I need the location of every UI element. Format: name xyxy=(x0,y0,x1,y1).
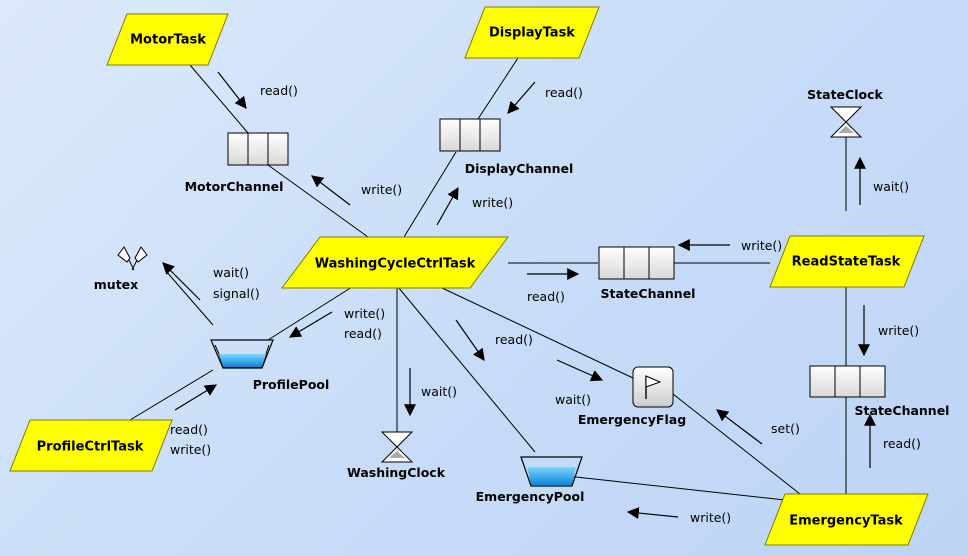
display-channel-icon[interactable] xyxy=(439,118,501,152)
op-display-write: write() xyxy=(472,195,513,210)
connection-lines xyxy=(129,57,847,501)
state-clock-icon[interactable] xyxy=(829,106,863,138)
arrow-flag-set xyxy=(716,409,763,445)
op-statechannel1-read: read() xyxy=(527,289,565,304)
state-channel-1-icon[interactable] xyxy=(598,246,675,280)
op-motor-write: write() xyxy=(361,182,402,197)
emergency-flag-label: EmergencyFlag xyxy=(578,412,686,427)
arrow-display-write xyxy=(436,186,459,226)
arrow-profilepool-write xyxy=(288,311,333,338)
op-mutex-signal: signal() xyxy=(213,286,260,301)
task-emergency[interactable]: EmergencyTask xyxy=(764,493,929,546)
op-flag-set: set() xyxy=(771,421,800,436)
state-channel-2-icon[interactable] xyxy=(809,365,886,398)
state-channel-1-label: StateChannel xyxy=(601,286,696,301)
task-profile-ctrl[interactable]: ProfileCtrlTask xyxy=(9,419,173,472)
task-motor-label: MotorTask xyxy=(130,33,206,48)
op-statechannel2-write: write() xyxy=(878,323,919,338)
op-emergencyflag-wait: wait() xyxy=(555,392,591,407)
arrow-emergencypool-read xyxy=(455,319,485,361)
op-emergencypool-read: read() xyxy=(495,332,533,347)
arrow-mutex xyxy=(162,262,201,301)
state-channel-2-label: StateChannel xyxy=(855,403,950,418)
op-profilectrl-read: read() xyxy=(170,422,208,437)
arrow-emergencyflag-wait xyxy=(556,359,604,382)
profile-pool-label: ProfilePool xyxy=(253,377,330,392)
op-statechannel2-read: read() xyxy=(883,436,921,451)
op-motor-read: read() xyxy=(260,83,298,98)
emergency-flag-icon[interactable] xyxy=(632,366,674,408)
operation-arrows xyxy=(162,71,876,520)
mutex-icon[interactable] xyxy=(117,246,148,271)
op-washingclock-wait: wait() xyxy=(421,384,457,399)
op-display-read: read() xyxy=(545,85,583,100)
washing-clock-label: WashingClock xyxy=(347,465,446,480)
washing-clock-icon[interactable] xyxy=(380,431,414,463)
op-profilepool-write: write() xyxy=(344,306,385,321)
arrow-display-read xyxy=(507,81,536,114)
task-profile-ctrl-label: ProfileCtrlTask xyxy=(37,440,144,455)
arrow-emergency-write xyxy=(626,507,679,520)
profile-pool-icon[interactable] xyxy=(210,339,274,369)
mutex-label: mutex xyxy=(94,277,138,292)
task-emergency-label: EmergencyTask xyxy=(789,514,903,529)
task-read-state-label: ReadStateTask xyxy=(792,255,901,270)
op-mutex-wait: wait() xyxy=(213,265,249,280)
task-washing-cycle-label: WashingCycleCtrlTask xyxy=(315,257,476,272)
task-display-label: DisplayTask xyxy=(489,26,575,41)
display-channel-label: DisplayChannel xyxy=(465,161,574,176)
task-read-state[interactable]: ReadStateTask xyxy=(769,235,925,288)
arrow-motor-read xyxy=(217,71,247,109)
emergency-pool-label: EmergencyPool xyxy=(476,489,585,504)
op-emergency-write: write() xyxy=(690,510,731,525)
task-washing-cycle[interactable]: WashingCycleCtrlTask xyxy=(281,236,509,289)
op-profilectrl-write: write() xyxy=(170,442,211,457)
task-motor[interactable]: MotorTask xyxy=(106,13,229,66)
op-profilepool-read: read() xyxy=(344,326,382,341)
task-display[interactable]: DisplayTask xyxy=(464,6,600,59)
arrow-profilectrl xyxy=(174,384,218,411)
op-stateclock-wait: wait() xyxy=(873,179,909,194)
operation-labels: read() write() read() write() wait() sig… xyxy=(170,83,921,525)
motor-channel-label: MotorChannel xyxy=(185,179,284,194)
state-clock-label: StateClock xyxy=(807,87,883,102)
arrow-motor-write xyxy=(311,175,351,206)
op-statechannel1-write: write() xyxy=(741,238,782,253)
emergency-pool-icon[interactable] xyxy=(520,456,583,487)
motor-channel-icon[interactable] xyxy=(227,132,289,166)
